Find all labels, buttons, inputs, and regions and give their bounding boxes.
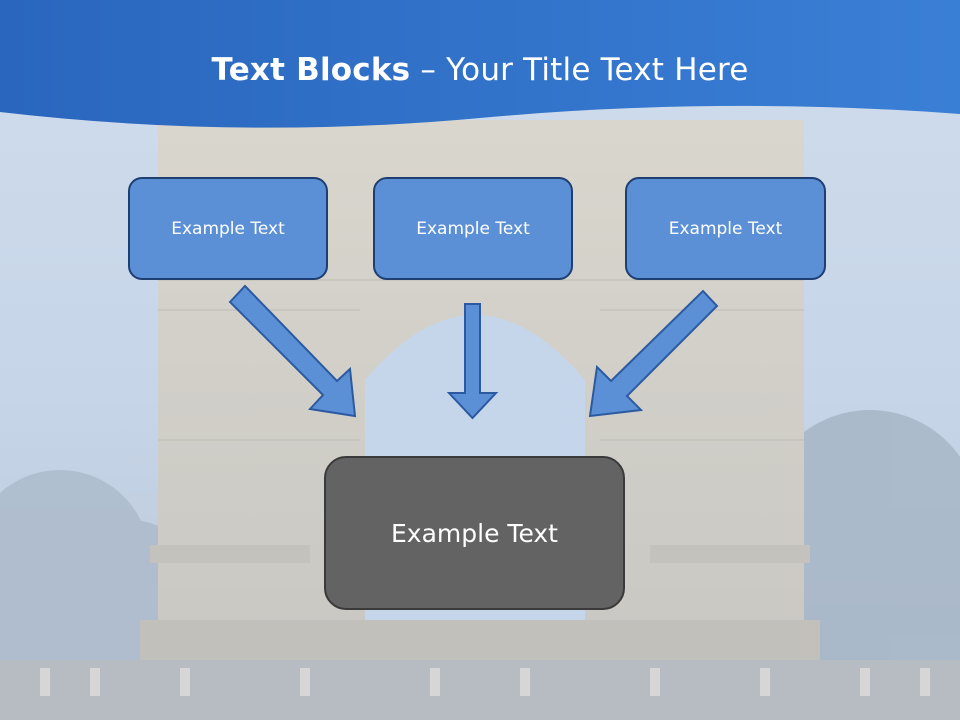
road (0, 660, 960, 720)
header-banner (0, 0, 960, 128)
text-block-bottom[interactable]: Example Text (324, 456, 625, 610)
title-rest: Your Title Text Here (446, 52, 749, 88)
bollards (40, 668, 930, 696)
trees-right (760, 410, 960, 680)
slide-title: Text Blocks – Your Title Text Here (0, 52, 960, 88)
text-block-left-label: Example Text (171, 218, 285, 239)
text-block-left[interactable]: Example Text (128, 177, 328, 280)
arrow-left (228, 284, 357, 418)
title-dash: – (410, 52, 447, 88)
title-bold-part: Text Blocks (211, 52, 411, 88)
text-block-right-label: Example Text (668, 218, 783, 239)
arrow-right (588, 289, 719, 418)
text-block-right[interactable]: Example Text (625, 177, 826, 280)
text-block-center[interactable]: Example Text (373, 177, 573, 280)
text-block-center-label: Example Text (416, 218, 530, 239)
arrow-center (446, 303, 499, 420)
text-block-bottom-label: Example Text (391, 518, 558, 548)
